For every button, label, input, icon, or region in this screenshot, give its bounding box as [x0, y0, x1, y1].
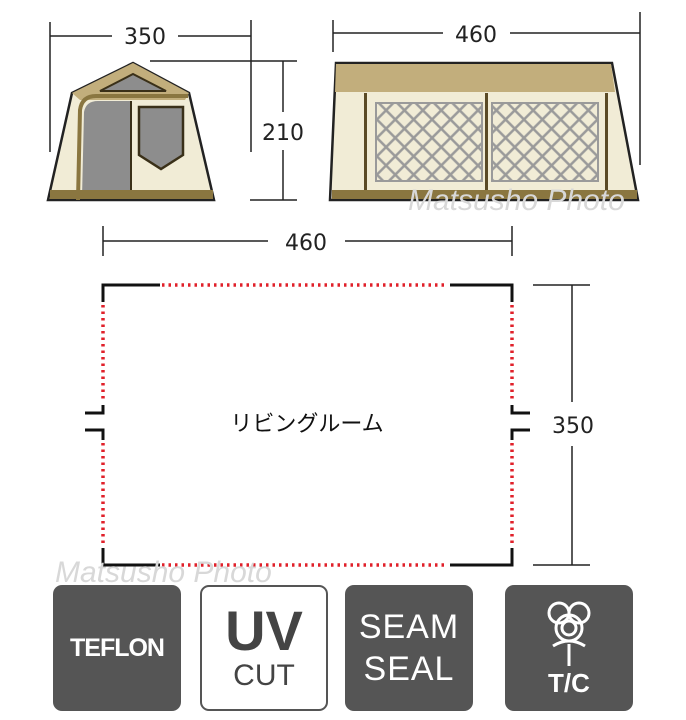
tc-badge: T/C	[505, 585, 633, 711]
seam-seal-badge: SEAM SEAL	[345, 585, 473, 711]
room-label: リビングルーム	[230, 412, 383, 437]
floor-width-label: 460	[285, 231, 327, 256]
watermark-top: Matsusho Photo	[408, 184, 625, 217]
floor-plan	[85, 283, 530, 567]
front-height-label: 210	[262, 121, 304, 146]
front-width-dimension	[49, 20, 252, 152]
cut-label: CUT	[233, 659, 295, 692]
watermark-bottom: Matsusho Photo	[55, 556, 272, 589]
uv-label: UV	[225, 599, 303, 662]
uv-cut-badge: UV CUT	[200, 585, 328, 711]
side-length-dimension	[332, 12, 641, 165]
teflon-badge: TEFLON	[53, 585, 181, 711]
tent-side-view	[328, 61, 640, 202]
front-height-dimension	[150, 60, 297, 201]
seal-label: SEAL	[363, 650, 455, 688]
cotton-icon	[547, 601, 591, 666]
side-length-label: 460	[455, 23, 497, 48]
seam-label: SEAM	[358, 608, 460, 646]
front-width-label: 350	[124, 25, 166, 50]
tent-front-view	[46, 61, 216, 202]
floor-width-dimension	[102, 226, 513, 256]
floor-depth-dimension	[533, 284, 590, 566]
tc-label: T/C	[548, 667, 590, 698]
teflon-label: TEFLON	[70, 633, 165, 662]
floor-depth-label: 350	[552, 414, 594, 439]
